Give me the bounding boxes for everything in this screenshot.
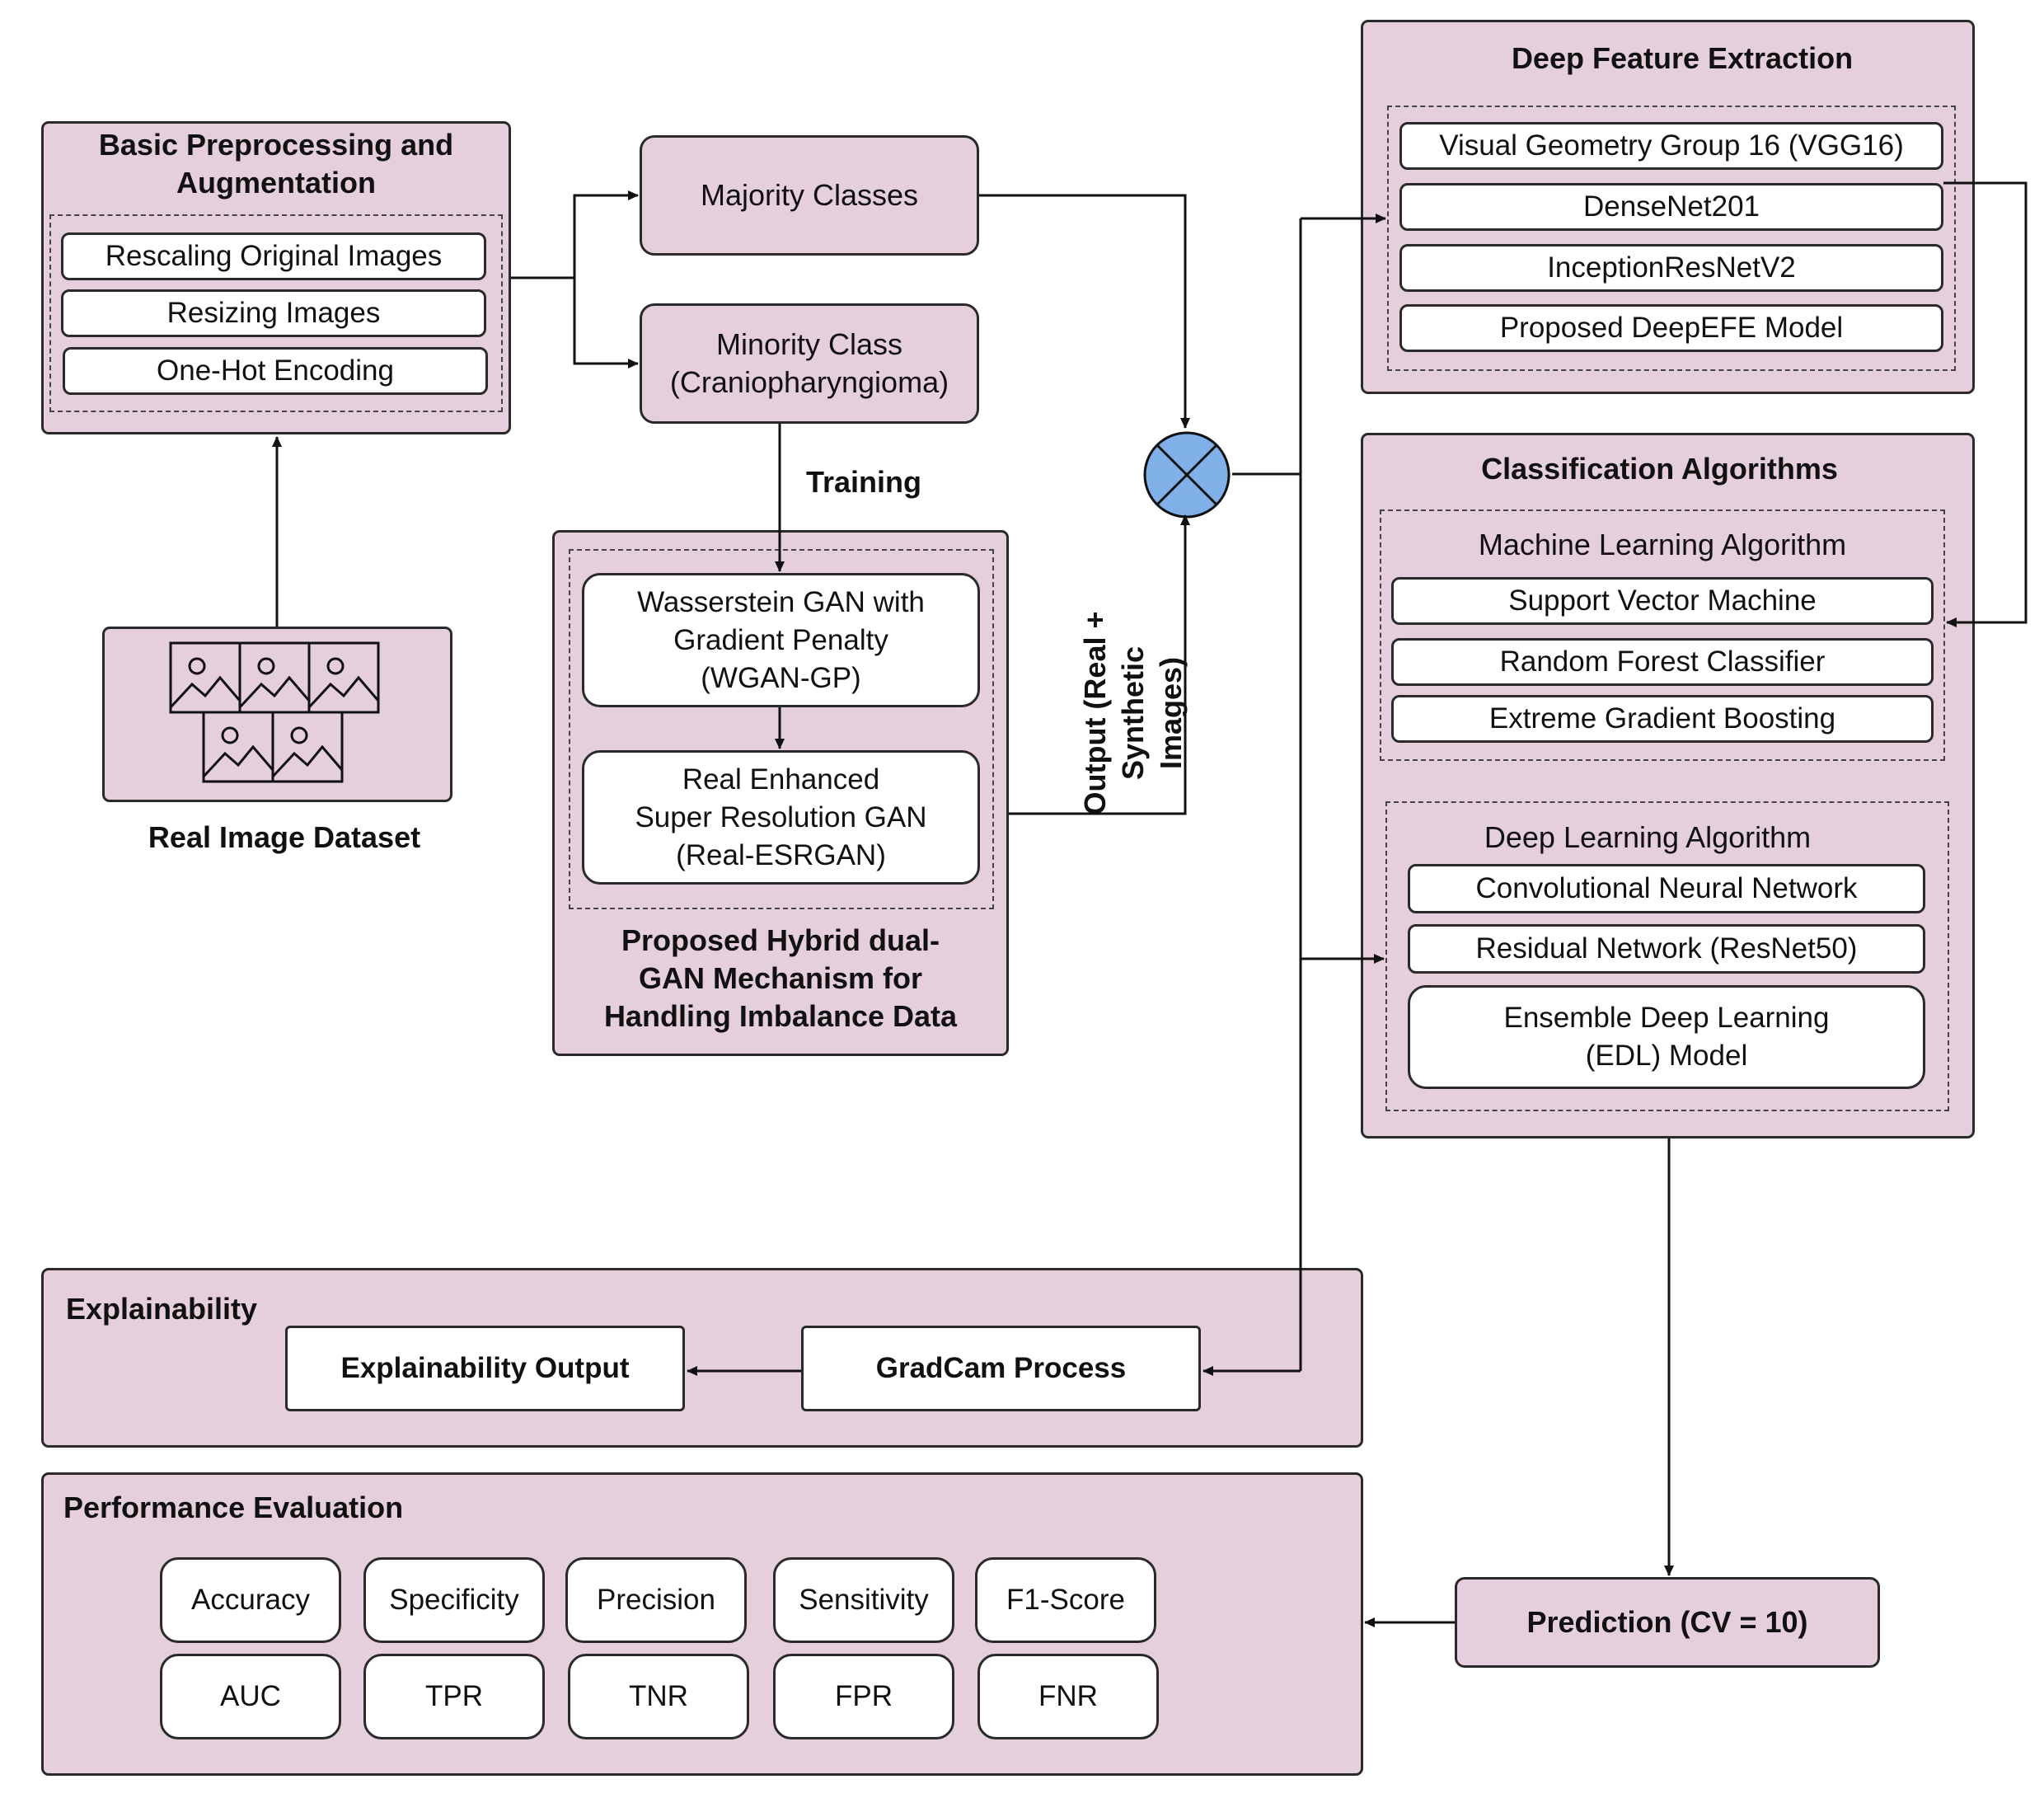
feature-extraction-title: Deep Feature Extraction — [1511, 41, 1854, 75]
explainability-output-box: Explainability Output — [285, 1326, 685, 1411]
metric-f1-score: F1-Score — [975, 1557, 1156, 1643]
preprocessing-item-rescaling: Rescaling Original Images — [61, 232, 486, 280]
prediction-box: Prediction (CV = 10) — [1455, 1577, 1880, 1668]
ml-item-svm: Support Vector Machine — [1391, 577, 1934, 625]
cross-circle-icon — [1143, 431, 1231, 519]
metric-auc: AUC — [160, 1654, 341, 1739]
metric-accuracy: Accuracy — [160, 1557, 341, 1643]
preprocessing-item-onehot: One-Hot Encoding — [63, 347, 488, 395]
preprocessing-group — [49, 214, 503, 412]
ml-group — [1380, 509, 1945, 761]
dl-item-cnn: Convolutional Neural Network — [1408, 864, 1925, 913]
ml-title: Machine Learning Algorithm — [1478, 528, 1847, 561]
explainability-title: Explainability — [66, 1292, 258, 1326]
performance-title: Performance Evaluation — [63, 1491, 404, 1524]
preprocessing-title: Basic Preprocessing and Augmentation — [98, 128, 454, 200]
training-label: Training — [806, 465, 922, 499]
gan-title: Proposed Hybrid dual- GAN Mechanism for … — [603, 923, 958, 1033]
metric-tpr: TPR — [363, 1654, 545, 1739]
ml-item-random-forest: Random Forest Classifier — [1391, 638, 1934, 686]
metric-fnr: FNR — [977, 1654, 1159, 1739]
feature-item-deepefe: Proposed DeepEFE Model — [1399, 304, 1943, 352]
metric-tnr: TNR — [568, 1654, 749, 1739]
dl-item-edl: Ensemble Deep Learning (EDL) Model — [1408, 985, 1925, 1089]
image-stack-icon — [169, 641, 380, 783]
output-label: Output (Real + Synthetic Images) — [1078, 611, 1188, 815]
classification-title: Classification Algorithms — [1481, 452, 1838, 486]
metric-specificity: Specificity — [363, 1557, 545, 1643]
ml-item-xgboost: Extreme Gradient Boosting — [1391, 695, 1934, 743]
preprocessing-item-resizing: Resizing Images — [61, 289, 486, 337]
dl-item-resnet50: Residual Network (ResNet50) — [1408, 924, 1925, 974]
dl-title: Deep Learning Algorithm — [1484, 820, 1812, 854]
gan-group — [569, 549, 994, 909]
dataset-label: Real Image Dataset — [148, 820, 421, 854]
feature-item-densenet201: DenseNet201 — [1399, 183, 1943, 231]
metric-precision: Precision — [565, 1557, 747, 1643]
feature-item-vgg16: Visual Geometry Group 16 (VGG16) — [1399, 122, 1943, 170]
metric-fpr: FPR — [773, 1654, 954, 1739]
minority-class-box: Minority Class (Craniopharyngioma) — [640, 303, 979, 424]
dl-group — [1385, 801, 1949, 1111]
feature-item-inceptionresnetv2: InceptionResNetV2 — [1399, 244, 1943, 292]
metric-sensitivity: Sensitivity — [773, 1557, 954, 1643]
majority-classes-box: Majority Classes — [640, 135, 979, 256]
wgan-gp-box: Wasserstein GAN with Gradient Penalty (W… — [582, 573, 980, 707]
gradcam-process-box: GradCam Process — [801, 1326, 1201, 1411]
real-esrgan-box: Real Enhanced Super Resolution GAN (Real… — [582, 750, 980, 885]
